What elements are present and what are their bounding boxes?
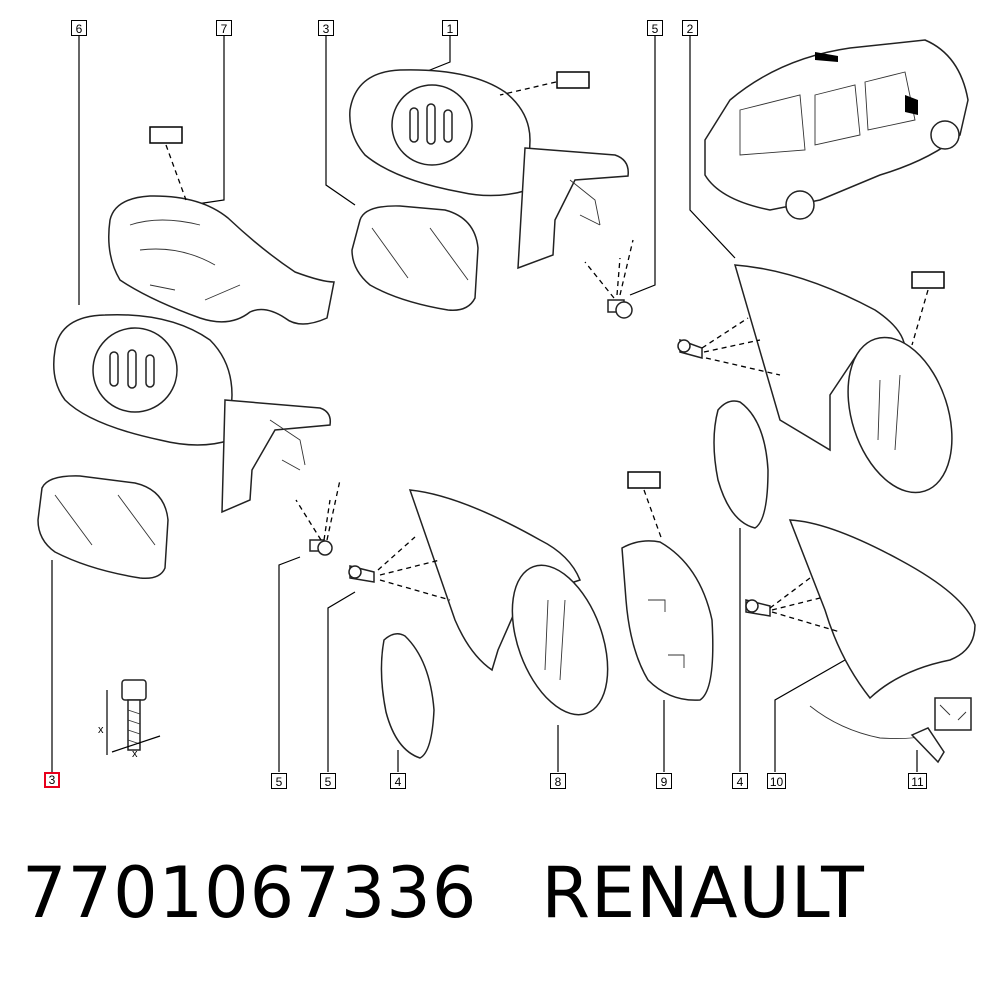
callout-5: 5 xyxy=(271,773,287,789)
mirror-glass-3-center xyxy=(351,205,479,311)
mirror-assembly-10 xyxy=(788,519,976,700)
mirror-cover-7 xyxy=(108,195,335,325)
mirror-glass-3-left xyxy=(37,475,169,580)
screw-5-mid xyxy=(309,539,333,556)
car-illustration xyxy=(704,39,969,220)
callout-7: 7 xyxy=(216,20,232,36)
mirror-glass-4-right xyxy=(713,400,769,529)
mirror-housing-6 xyxy=(53,313,332,514)
callout-11: 11 xyxy=(908,773,927,789)
callout-4: 4 xyxy=(732,773,748,789)
mirror-cover-9 xyxy=(621,540,714,701)
screw-5-center xyxy=(348,565,375,583)
callout-5: 5 xyxy=(320,773,336,789)
dashed-arrows xyxy=(165,81,929,633)
callout-10: 10 xyxy=(767,773,786,789)
label-plates xyxy=(149,71,945,489)
screw-5-right xyxy=(677,338,703,359)
cable-11 xyxy=(809,697,972,764)
callout-5: 5 xyxy=(647,20,663,36)
mirror-glass-4-center xyxy=(380,633,435,759)
callout-3-highlighted: 3 xyxy=(44,772,60,788)
dim-length-mark: x xyxy=(98,724,104,736)
callout-8: 8 xyxy=(550,773,566,789)
brand-name: RENAULT xyxy=(541,852,865,934)
part-number: 7701067336 xyxy=(22,852,478,934)
screw-5-lower-right xyxy=(745,599,771,617)
callout-2: 2 xyxy=(682,20,698,36)
mirror-housing-1 xyxy=(349,69,629,270)
mirror-assembly-8 xyxy=(408,489,609,716)
callout-9: 9 xyxy=(656,773,672,789)
dim-width-mark: x xyxy=(132,748,138,760)
callout-3: 3 xyxy=(318,20,334,36)
mirror-assembly-2 xyxy=(733,264,953,494)
screw-5-top xyxy=(607,299,633,319)
callout-1: 1 xyxy=(442,20,458,36)
part-caption: 7701067336 RENAULT xyxy=(22,852,865,934)
leader-lines xyxy=(51,36,918,772)
callout-6: 6 xyxy=(71,20,87,36)
callout-4: 4 xyxy=(390,773,406,789)
screw-dimension-detail xyxy=(106,679,161,755)
